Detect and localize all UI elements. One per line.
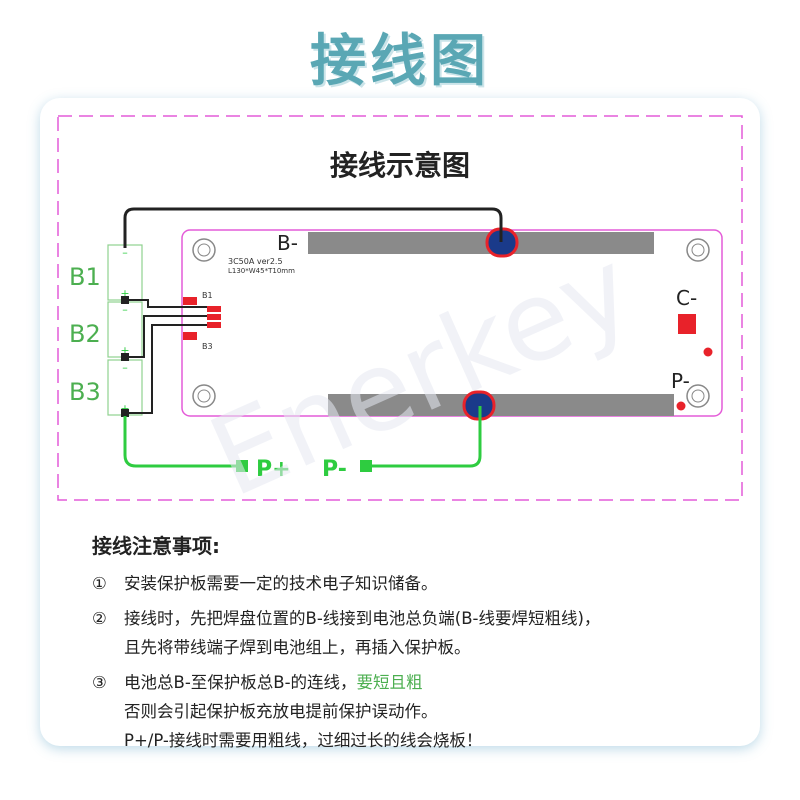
- p-minus-output-label: P-: [322, 457, 347, 482]
- note-item: ③ 电池总B-至保护板总B-的连线，要短且粗 否则会引起保护板充放电提前保护误动…: [92, 668, 752, 755]
- dashed-frame: [57, 115, 743, 501]
- note-number: ③: [92, 673, 107, 692]
- note-line: 安装保护板需要一定的技术电子知识储备。: [124, 574, 438, 593]
- mounting-hole: [686, 238, 710, 262]
- mounting-hole: [686, 384, 710, 408]
- cell-label-b2: B2: [69, 320, 101, 348]
- note-item: ① 安装保护板需要一定的技术电子知识储备。: [92, 569, 752, 598]
- p-plus-label: P+: [256, 457, 291, 482]
- note-line: P+/P-接线时需要用粗线，过细过长的线会烧板！: [124, 731, 483, 750]
- red-dot: [703, 347, 713, 357]
- board-size-text: L130*W45*T10mm: [228, 267, 295, 275]
- wire-joint: [121, 296, 129, 417]
- p-minus-label: P-: [671, 369, 690, 393]
- notes-heading: 接线注意事项:: [92, 534, 220, 558]
- mounting-hole: [192, 384, 216, 408]
- cell-plus-sign: +: [120, 287, 129, 300]
- battery-cell-b2: – +: [107, 301, 143, 358]
- notes-section: 接线注意事项: ① 安装保护板需要一定的技术电子知识储备。 ② 接线时，先把焊盘…: [92, 530, 752, 761]
- connector-label-b3: B3: [202, 342, 213, 351]
- cell-label-b1: B1: [69, 263, 101, 291]
- cell-minus-sign: –: [122, 303, 128, 316]
- cell-minus-sign: –: [122, 361, 128, 374]
- cell-plus-sign: +: [120, 402, 129, 415]
- note-line: 且先将带线端子焊到电池组上，再插入保护板。: [124, 638, 471, 657]
- mounting-hole: [192, 238, 216, 262]
- battery-cell-b3: – +: [107, 359, 143, 416]
- connector-label-b1: B1: [202, 291, 213, 300]
- note-highlight: 要短且粗: [356, 673, 423, 692]
- b-minus-wire: [123, 207, 503, 248]
- cell-label-b3: B3: [69, 378, 101, 406]
- page-title: 接线图: [310, 29, 490, 94]
- p-minus-terminal: [360, 460, 372, 472]
- b-minus-label: B-: [277, 231, 298, 255]
- note-number: ②: [92, 609, 107, 628]
- board-version-text: 3C50A ver2.5: [228, 257, 283, 266]
- note-line: 接线时，先把焊盘位置的B-线接到电池总负端(B-线要焊短粗线)，: [124, 609, 601, 628]
- balance-wires: [125, 299, 207, 414]
- p-plus-wire: [123, 416, 242, 468]
- note-text: 电池总B-至保护板总B-的连线，: [124, 673, 357, 692]
- note-line-with-highlight: 电池总B-至保护板总B-的连线，要短且粗: [124, 668, 752, 697]
- c-minus-pad: [678, 314, 696, 334]
- p-minus-bar: [328, 394, 674, 416]
- p-minus-wire: [367, 406, 482, 468]
- p-plus-terminal: [236, 460, 248, 472]
- c-minus-label: C-: [676, 286, 697, 310]
- red-dot: [676, 401, 686, 411]
- cell-plus-sign: +: [120, 344, 129, 357]
- b-minus-bar: [308, 232, 654, 254]
- diagram-heading: 接线示意图: [330, 149, 470, 182]
- battery-cell-b1: – +: [107, 244, 143, 301]
- balance-connector: [183, 297, 221, 340]
- note-item: ② 接线时，先把焊盘位置的B-线接到电池总负端(B-线要焊短粗线)， 且先将带线…: [92, 604, 752, 662]
- note-line: 否则会引起保护板充放电提前保护误动作。: [124, 702, 438, 721]
- cell-minus-sign: –: [122, 246, 128, 259]
- note-number: ①: [92, 574, 107, 593]
- diagram-card: [40, 98, 760, 746]
